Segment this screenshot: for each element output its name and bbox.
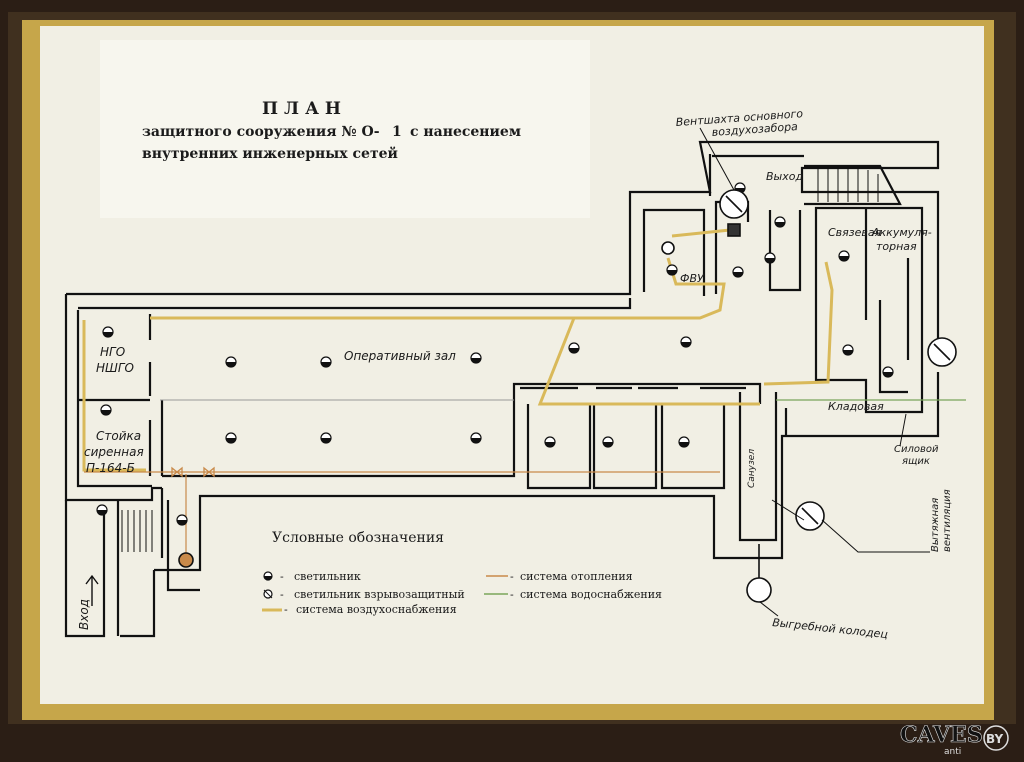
outer-wall-left xyxy=(64,294,162,502)
watermark-text: CAVES xyxy=(900,722,983,748)
boiler-symbol xyxy=(178,552,194,568)
caves-watermark: CAVES anti BY xyxy=(900,722,1009,757)
label-accum: Аккумуля- xyxy=(871,226,932,239)
label-comms: Связевая xyxy=(828,226,882,239)
label-sanitary: Санузел xyxy=(747,449,757,488)
label-ngo: НГО xyxy=(100,345,125,359)
air-supply-line-left xyxy=(82,320,146,472)
lamp-icon-fill xyxy=(226,438,236,443)
legend-lamp-symbol xyxy=(263,571,273,581)
label-nshgo: НШГО xyxy=(96,361,134,375)
label-siren-3: П-164-Б xyxy=(86,461,135,475)
lamp-icon-fill xyxy=(471,358,481,363)
legend-label-explosion-proof: светильник взрывозащитный xyxy=(294,588,465,601)
outer-wall-right-bottom xyxy=(154,372,940,572)
ventilation-units xyxy=(178,189,957,603)
lamps xyxy=(96,182,894,526)
outer-wall-top xyxy=(66,140,940,340)
lamp-icon-fill xyxy=(667,270,677,275)
watermark-badge: BY xyxy=(986,732,1003,746)
legend-dash-4: - xyxy=(510,570,514,583)
label-exhaust: Вытяжная xyxy=(930,498,941,552)
legend-label-water: система водоснабжения xyxy=(520,588,662,601)
leader-lines xyxy=(699,127,930,617)
plan-subtitle-line-1: защитного сооружения № О- xyxy=(142,124,380,140)
watermark-small: anti xyxy=(944,747,961,757)
entrance-arrow-icon xyxy=(85,574,99,606)
cesspit-circle xyxy=(746,577,772,603)
label-power-input: Силовой xyxy=(894,444,939,455)
legend-label-air: система воздухоснабжения xyxy=(296,603,457,616)
lamp-icon-fill xyxy=(97,510,107,515)
plan-title: ПЛАН xyxy=(262,99,347,119)
label-ventshaft-2: воздухозабора xyxy=(711,120,798,139)
label-operations-hall: Оперативный зал xyxy=(344,349,456,363)
title-label-sticker xyxy=(100,40,590,218)
heating-valves xyxy=(171,466,215,478)
stairs-hatching xyxy=(121,168,879,552)
label-storage: Кладовая xyxy=(828,400,884,413)
label-exit: Выход xyxy=(766,170,803,183)
lamp-icon-fill xyxy=(471,438,481,443)
legend-dash-5: - xyxy=(510,588,514,601)
label-entrance: Вход xyxy=(77,599,91,630)
watermark-badge-circle xyxy=(983,725,1009,751)
lamp-icon-fill xyxy=(681,342,691,347)
legend-dash-3: - xyxy=(284,603,288,616)
lamp-icon-fill xyxy=(733,272,743,277)
label-accum-2: торная xyxy=(876,240,917,253)
lamp-icon-fill xyxy=(765,258,775,263)
lamp-icon-fill xyxy=(177,520,187,525)
plan-subtitle-line-2: внутренних инженерных сетей xyxy=(142,145,398,162)
air-supply-line-fvu xyxy=(671,228,731,238)
lamp-icon-fill xyxy=(603,442,613,447)
lamp-icon-fill xyxy=(103,332,113,337)
label-siren-1: Стойка xyxy=(96,429,141,443)
air-supply-line-right xyxy=(763,261,834,386)
legend-dash-2: - xyxy=(280,588,284,601)
legend-dash-1: - xyxy=(280,570,284,583)
plan-number-handwritten: 1 xyxy=(392,124,402,140)
legend-title: Условные обозначения xyxy=(272,530,444,546)
lamp-icon-fill xyxy=(101,410,111,415)
label-siren-2: сиренная xyxy=(84,445,144,459)
label-power-input-2: ящик xyxy=(902,456,930,467)
legend-explosion-proof-symbol xyxy=(263,589,273,599)
air-supply-line-branch xyxy=(537,317,760,406)
label-fvu: ФВУ xyxy=(680,272,705,285)
lamp-icon-fill xyxy=(843,350,853,355)
lamp-icon-fill xyxy=(679,442,689,447)
label-exhaust-2: вентиляция xyxy=(942,489,953,552)
fvu-symbol xyxy=(661,241,675,255)
walls xyxy=(64,140,940,638)
lamp-icon-fill xyxy=(569,348,579,353)
air-supply-line xyxy=(150,257,726,320)
legend-label-lamp: светильник xyxy=(294,570,361,583)
lamp-icon-fill xyxy=(226,362,236,367)
lamp-icon-fill xyxy=(545,442,555,447)
lamp-icon-fill xyxy=(321,362,331,367)
legend-label-heating: система отопления xyxy=(520,570,633,583)
lamp-icon-fill xyxy=(883,372,893,377)
lamp-icon-fill xyxy=(839,256,849,261)
lamp-icon-fill xyxy=(775,222,785,227)
filter-block xyxy=(727,223,741,237)
plan-subtitle-suffix: с нанесением xyxy=(410,124,521,140)
lamp-icon-fill xyxy=(321,438,331,443)
